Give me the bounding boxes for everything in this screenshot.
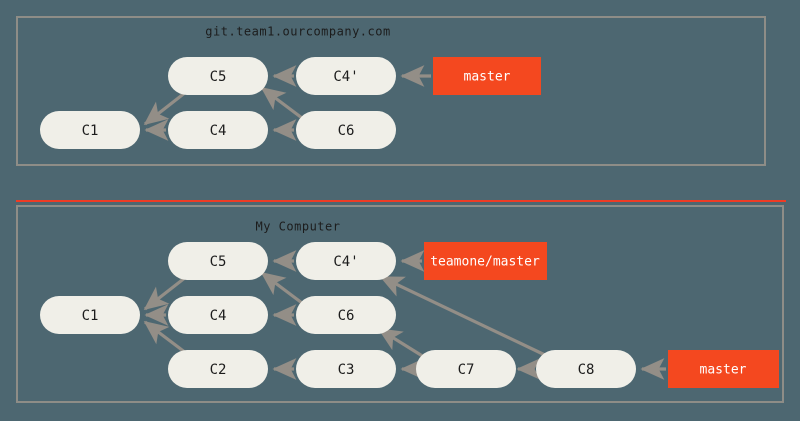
commit-c4prime-label: C4'	[333, 254, 358, 270]
commit-c1-label: C1	[82, 123, 99, 139]
commit-node[interactable]: C2	[168, 350, 268, 388]
branch-ref[interactable]: teamone/master	[424, 242, 547, 280]
commit-node[interactable]: C1	[40, 111, 140, 149]
commit-node[interactable]: C5	[168, 57, 268, 95]
panel-local-border	[16, 205, 784, 403]
edges-remote	[143, 65, 431, 141]
commit-node[interactable]: C5	[168, 242, 268, 280]
ref-master-label: master	[464, 70, 511, 85]
branch-ref[interactable]: master	[433, 57, 541, 95]
commit-node[interactable]: C4'	[296, 57, 396, 95]
edge-c6-c5	[260, 86, 303, 120]
commit-c4prime-box[interactable]	[296, 242, 396, 280]
commit-c4-label: C4	[210, 123, 227, 139]
commit-node[interactable]: C4	[168, 111, 268, 149]
commit-c5-label: C5	[210, 254, 227, 270]
commit-c1-label: C1	[82, 308, 99, 324]
commit-c4-box[interactable]	[168, 111, 268, 149]
panel-remote-title: git.team1.ourcompany.com	[205, 25, 390, 39]
commit-node[interactable]: C7	[416, 350, 516, 388]
commit-node[interactable]: C6	[296, 111, 396, 149]
commit-c1-box[interactable]	[40, 111, 140, 149]
edge-c5-c1	[143, 275, 187, 311]
ref-master-label: master	[700, 363, 747, 378]
panel-local: My Computer	[16, 205, 784, 403]
commit-c8-label: C8	[578, 362, 595, 378]
commit-c5-label: C5	[210, 69, 227, 85]
ref-master-box[interactable]	[668, 350, 779, 388]
commit-c4prime-box[interactable]	[296, 57, 396, 95]
commit-c8-box[interactable]	[536, 350, 636, 388]
commit-c7-box[interactable]	[416, 350, 516, 388]
edge-c2-c1	[143, 320, 187, 355]
commit-node[interactable]: C4'	[296, 242, 396, 280]
commit-c4-label: C4	[210, 308, 227, 324]
edge-c8-c4p	[379, 275, 546, 357]
commit-node[interactable]: C1	[40, 296, 140, 334]
commit-c3-label: C3	[338, 362, 355, 378]
edge-c7-c6	[377, 327, 425, 359]
panel-remote-border	[16, 16, 766, 166]
commit-c4-box[interactable]	[168, 296, 268, 334]
commit-node[interactable]: C6	[296, 296, 396, 334]
commit-c2-box[interactable]	[168, 350, 268, 388]
commit-node[interactable]: C3	[296, 350, 396, 388]
commit-c5-box[interactable]	[168, 57, 268, 95]
edges-local	[143, 250, 666, 380]
panel-remote: git.team1.ourcompany.com C1	[16, 16, 766, 166]
ref-teamone-master-label: teamone/master	[430, 255, 540, 270]
commit-c3-box[interactable]	[296, 350, 396, 388]
commit-c6-label: C6	[338, 308, 355, 324]
ref-master-box[interactable]	[433, 57, 541, 95]
ref-teamone-master-box[interactable]	[424, 242, 547, 280]
commit-node[interactable]: C4	[168, 296, 268, 334]
commit-c2-label: C2	[210, 362, 227, 378]
commit-c6-box[interactable]	[296, 296, 396, 334]
branch-ref[interactable]: master	[668, 350, 779, 388]
edge-c5-c1	[143, 90, 187, 126]
commit-c6-label: C6	[338, 123, 355, 139]
commit-c6-box[interactable]	[296, 111, 396, 149]
commit-c7-label: C7	[458, 362, 475, 378]
commit-c4prime-label: C4'	[333, 69, 358, 85]
edge-c6-c5	[260, 271, 303, 305]
commit-c5-box[interactable]	[168, 242, 268, 280]
commit-c1-box[interactable]	[40, 296, 140, 334]
commit-node[interactable]: C8	[536, 350, 636, 388]
panel-local-title: My Computer	[256, 220, 341, 234]
